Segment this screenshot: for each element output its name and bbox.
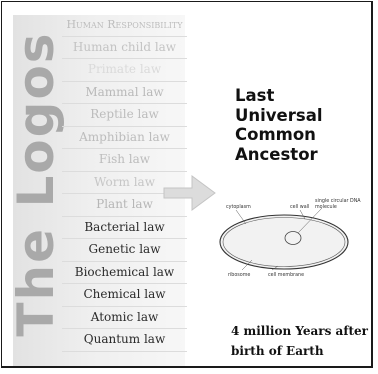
law-item: Reptile law [62,104,187,127]
law-item: Atomic law [62,307,187,330]
luca-line: Last [235,86,323,106]
law-item: Genetic law [62,239,187,262]
label-dna: single circular DNA [315,198,361,204]
age-caption: 4 million Years after birth of Earth [231,321,371,361]
luca-line: Universal [235,106,323,126]
cell-diagram: cytoplasm cell wall single circular DNA … [212,192,364,278]
label-cytoplasm: cytoplasm [226,204,251,210]
luca-line: Ancestor [235,145,323,165]
law-item: Human child law [62,37,187,60]
luca-line: Common [235,125,323,145]
law-item: Amphibian law [62,127,187,150]
cell-wall-shape [220,215,348,269]
label-cell-membrane: cell membrane [268,272,304,278]
law-item: Chemical law [62,284,187,307]
law-item: Biochemical law [62,262,187,285]
law-item: Quantum law [62,329,187,352]
law-item: Mammal law [62,82,187,105]
law-item: Fish law [62,149,187,172]
label-ribosome: ribosome [228,272,250,278]
law-item: Bacterial law [62,217,187,240]
law-item: Human Responsibility [62,14,187,37]
label-cell-wall: cell wall [290,204,309,210]
law-item: Primate law [62,59,187,82]
luca-heading: Last Universal Common Ancestor [235,86,323,164]
logos-title-text: The Logos [7,31,65,336]
arrow-icon [162,172,218,214]
label-dna-2: molecule [315,204,337,210]
